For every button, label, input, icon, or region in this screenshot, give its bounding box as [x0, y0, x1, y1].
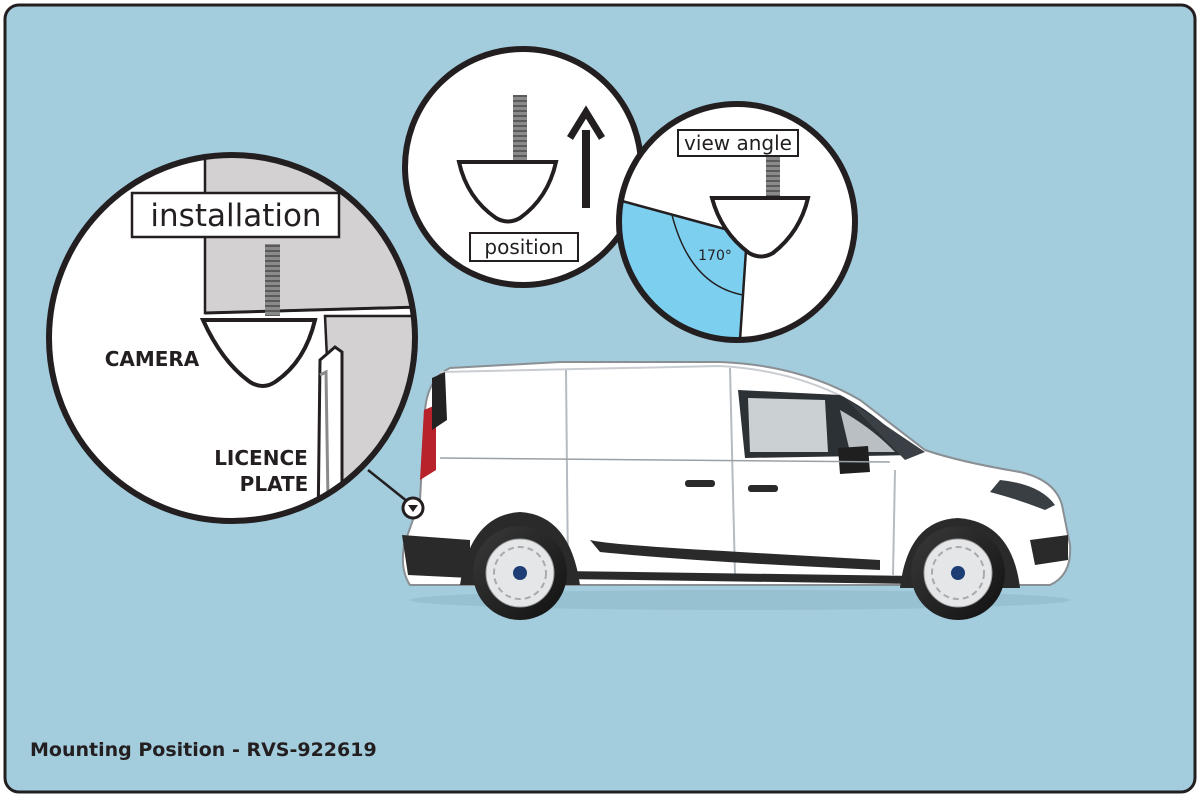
licence-label-line2: PLATE — [240, 472, 309, 496]
van-illustration — [401, 361, 1072, 620]
installation-label: installation — [150, 198, 321, 234]
camera-label: CAMERA — [105, 347, 200, 371]
view-angle-label-box — [677, 129, 799, 157]
position-label-box — [469, 232, 579, 262]
callout-connector-line — [367, 469, 409, 503]
up-arrow-icon — [567, 105, 605, 208]
view-angle-label: view angle — [684, 131, 792, 155]
installation-label-box — [130, 191, 341, 239]
position-detail-circle: position — [402, 46, 644, 288]
angle-value-label: 170° — [698, 248, 732, 264]
position-label: position — [484, 235, 563, 259]
diagram-caption: Mounting Position - RVS-922619 — [30, 739, 377, 761]
licence-label-line1: LICENCE — [214, 446, 308, 470]
camera-marker-icon — [401, 496, 425, 520]
